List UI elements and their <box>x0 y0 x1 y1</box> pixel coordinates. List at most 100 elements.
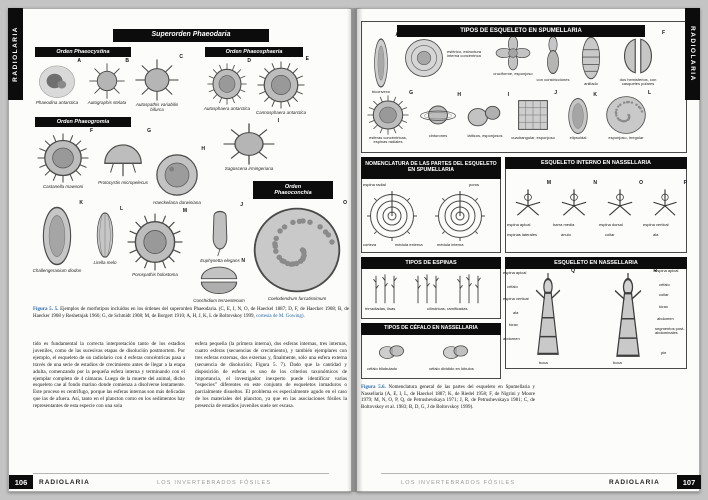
figure-letter-R: R <box>653 268 657 274</box>
figure-esponjoso-irregular: L <box>605 90 651 135</box>
figure-letter-L: L <box>647 90 651 96</box>
callout-label: espina apical <box>507 222 531 227</box>
footer-book-left: LOS INVERTEBRADOS FÓSILES <box>157 480 272 486</box>
figure-euphysetta-elegans: J <box>201 202 243 257</box>
figure-castanella-mawsoni: F <box>37 128 93 183</box>
figure-5-6-number: Figura 5.6. <box>361 385 386 390</box>
left-side-tab-label: RADIOLARIA <box>12 26 19 82</box>
callout-label: ánulo <box>561 232 571 237</box>
figure-label-autosphaera-antarctica: Autosphaera antarctica <box>203 106 251 111</box>
figure-cuadrangular-esponjoso: J <box>513 90 557 135</box>
callout-label: céfalo dividido en lóbulos <box>429 366 474 371</box>
footer-chapter-right: RADIOLARIA <box>609 479 660 486</box>
figure-challengeranium-diodon: K <box>35 200 83 267</box>
callout-label: cilíndricas, ramificadas <box>427 306 468 311</box>
callout-label: tórax <box>659 304 668 309</box>
callout-label: collar <box>659 292 669 297</box>
header-superorden-phaeodaria: Superorden Phaeodaria <box>113 29 269 42</box>
figure-letter-G: G <box>147 128 151 134</box>
header-orden-phaeocystina: Orden Phaeocystina <box>35 47 131 57</box>
figure-5-5-tail: cortesía de M. Gowing). <box>256 313 305 319</box>
figure-dos-hemisferios: F <box>615 30 665 77</box>
figure-5-6-caption: Figura 5.6. Nomenclatura general de las … <box>361 385 535 411</box>
figure-nomenclatura-seccion <box>367 191 417 241</box>
callout-label: espina vertical <box>643 222 669 227</box>
footer-book-right: LOS INVERTEBRADOS FÓSILES <box>401 480 516 486</box>
figure-espicula-1: M <box>509 180 551 221</box>
figure-lirella-melo: L <box>91 206 123 259</box>
header-orden-phaeoconchia-line2: Phaeoconchia <box>274 190 312 196</box>
figure-letter-Q: Q <box>571 268 575 274</box>
figure-letter-F: F <box>661 30 665 36</box>
header-orden-phaeoconchia: Orden Phaeoconchia <box>253 181 333 199</box>
figure-letter-G: G <box>409 90 413 96</box>
callout-label: médula externa <box>395 242 423 247</box>
figure-porospathis-holostoma: M <box>127 208 187 271</box>
figure-espinas-3 <box>451 271 487 305</box>
figure-label-protocystis-micropelecus: Protocystis micropelecus <box>98 180 148 185</box>
figure-sagoscena-irmingeriana: I <box>223 118 279 165</box>
figure-cruciforme: C <box>495 30 535 71</box>
figure-elipsoidal: K <box>563 92 597 135</box>
figure-nassellaria-concha-2: R <box>603 268 657 361</box>
figure-letter-K: K <box>593 92 597 98</box>
callout-label: collar <box>605 232 615 237</box>
figure-cefalo-2 <box>439 339 473 365</box>
callout-label: espina radial <box>363 182 386 187</box>
callout-label: poros <box>469 182 480 187</box>
figure-espicula-3: O <box>601 180 643 221</box>
callout-label: céfalo <box>659 282 670 287</box>
figure-protocystis-micropelecus: G <box>99 128 151 179</box>
figure-label-euphysetta-elegans: Euphysetta elegans <box>200 258 240 263</box>
callout-label: abdomen <box>503 336 520 341</box>
figure-label-castanella-mawsoni: Castanella mawsoni <box>42 184 84 189</box>
figure-label-elipsoidal: elipsoidal <box>569 135 587 140</box>
right-side-tab-label: RADIOLARIA <box>689 26 696 82</box>
figure-conchidium-terraestenum: N <box>197 258 245 297</box>
body-text-column-2: esfera pequeña (la primera interna), dos… <box>195 341 347 410</box>
figure-letter-E: E <box>305 56 309 62</box>
figure-5-6-text: Nomenclatura general de las partes del e… <box>361 385 535 410</box>
figure-letter-B: B <box>125 58 129 64</box>
figure-letter-A: A <box>77 58 81 64</box>
figure-biconvexo: A <box>367 32 399 89</box>
figure-label-autospathis-variabilis-bifurca: Autospathis variabilis bifurca <box>135 102 179 113</box>
left-page: RADIOLARIA Superorden Phaeodaria Orden P… <box>8 8 352 492</box>
callout-label: espina vertical <box>503 296 529 301</box>
figure-label-anillado: anillado <box>584 81 598 86</box>
header-tipos-espinas: TIPOS DE ESPINAS <box>361 257 501 269</box>
figure-label-cuadrangular-esponjoso: cuadrangular, esponjoso <box>511 135 555 140</box>
figure-letter-K: K <box>79 200 83 206</box>
figure-label-con-constricciones: con constricciones <box>536 77 570 82</box>
figure-letter-M: M <box>546 180 551 186</box>
figure-haeckeliana-darwiniana: H <box>153 146 205 199</box>
figure-letter-H: H <box>201 146 205 152</box>
callout-label: tórax <box>509 322 518 327</box>
figure-espicula-4: P <box>647 180 687 221</box>
figure-label-sagoscena-irmingeriana: Sagoscena irmingeriana <box>224 166 274 171</box>
figure-letter-H: H <box>457 92 461 98</box>
page-number-left: 106 <box>9 475 33 489</box>
figure-label-esponjoso-irregular: esponjoso, irregular <box>608 135 644 140</box>
page-number-right: 107 <box>677 475 701 489</box>
figure-latticos-esponjosos: I <box>465 92 509 133</box>
figure-anillado: E <box>575 30 611 81</box>
header-esqueleto-nassellaria: ESQUELETO EN NASSELLARIA <box>505 257 687 269</box>
figure-autographis-stelata: B <box>89 58 129 99</box>
figure-label-dos-hemisferios: dos hemisferios, con casquetes polares <box>619 77 657 87</box>
footer-rule <box>33 473 329 474</box>
header-orden-phaeoconchia-line1: Orden <box>284 183 302 190</box>
right-side-tab: RADIOLARIA <box>685 8 700 100</box>
figure-letter-N: N <box>593 180 597 186</box>
footer-chapter-left: RADIOLARIA <box>39 479 90 486</box>
figure-letter-P: P <box>683 180 687 186</box>
callout-label: céfalo bilobulado <box>367 366 398 371</box>
callout-label: médula interna <box>437 242 464 247</box>
figure-coelodendrum-furcatissimum: O <box>251 200 347 295</box>
figure-label-latticos-esponjosos: látticos, esponjosos <box>467 133 503 138</box>
figure-cefalo-1 <box>375 339 409 365</box>
figure-label-coelodendrum-furcatissimum: Coelodendrum furcatissimum <box>267 296 327 301</box>
callout-label: céfalo <box>507 284 518 289</box>
header-nomenclatura-spumellaria: NOMENCLATURA DE LAS PARTES DEL ESQUELETO… <box>361 157 501 179</box>
